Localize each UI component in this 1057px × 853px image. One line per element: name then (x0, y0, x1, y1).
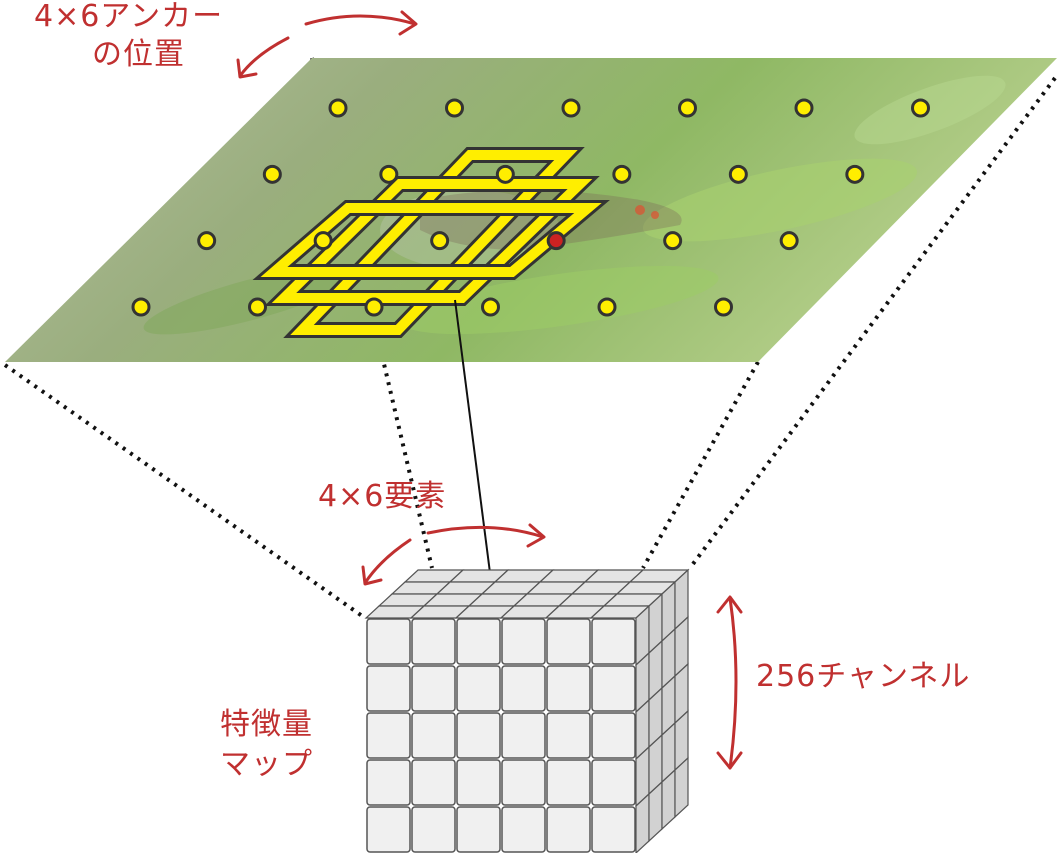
anchor-point (845, 164, 865, 184)
anchor-point (445, 98, 464, 118)
feature-front-cell (456, 759, 501, 806)
anchor-point (728, 164, 748, 184)
feature-front-cell (411, 759, 456, 806)
feature-map-cube (364, 568, 690, 853)
anchor-boxes (252, 147, 610, 338)
anchor-point (714, 297, 733, 317)
feature-front-cell (591, 712, 636, 759)
feature-front-cell (411, 712, 456, 759)
anchor-points (131, 98, 930, 317)
feature-front-cell (546, 806, 591, 853)
anchor-point (262, 164, 282, 184)
arrow-channels-head-top (716, 595, 743, 614)
anchor-point (911, 98, 930, 118)
anchor-point (779, 231, 799, 251)
feature-front-cell (546, 712, 591, 759)
anchor-point (678, 98, 697, 118)
anchor-point (313, 231, 333, 251)
annotation-arrows (236, 10, 743, 770)
anchor-point (248, 297, 267, 317)
anchor-point (131, 297, 151, 317)
anchor-point (561, 98, 581, 118)
anchor-point (197, 231, 217, 251)
feature-front-cell (591, 806, 636, 853)
anchor-point (481, 297, 500, 317)
feature-front-cell (546, 665, 591, 712)
feature-front-cell (501, 759, 546, 806)
feature-front-cell (411, 618, 456, 665)
anchor-point (495, 164, 515, 184)
feature-front-cell (546, 618, 591, 665)
anchor-box-3 (260, 203, 602, 277)
feature-front-cell (546, 759, 591, 806)
arrow-anchor-depth-head (236, 58, 258, 79)
feature-front-cell (501, 665, 546, 712)
projection-line-inner-right (641, 361, 760, 569)
feature-front-cell (366, 665, 411, 712)
arrow-anchor-horizontal-head (398, 10, 418, 36)
feature-front-cell (456, 806, 501, 853)
arrow-elements-horizontal (426, 525, 545, 539)
feature-front-cell (366, 759, 411, 806)
anchor-box-2 (271, 179, 593, 303)
feature-front-cell (366, 712, 411, 759)
anchor-label-line1: 4×6アンカー (34, 0, 224, 34)
feature-map-label-line2: マップ (220, 746, 313, 782)
anchor-point (612, 164, 632, 184)
arrow-elements-horizontal-head (526, 523, 546, 548)
arrow-anchor-depth (238, 36, 290, 78)
anchor-label-line2: の位置 (92, 37, 185, 72)
arrow-elements-depth (363, 538, 412, 585)
feature-map-label-line1: 特徴量 (220, 707, 313, 742)
feature-map-label: 特徴量 マップ (220, 705, 313, 784)
anchor-position-label: 4×6アンカー の位置 (34, 2, 223, 70)
anchor-point-highlighted (546, 231, 566, 251)
feature-front-cell (456, 618, 501, 665)
feature-front-cell (366, 618, 411, 665)
anchor-to-feature-line (454, 299, 495, 605)
feature-front-cell (456, 665, 501, 712)
feature-front-cell (411, 806, 456, 853)
feature-front-cell (501, 712, 546, 759)
arrow-channels-head-bottom (716, 751, 743, 770)
feature-front-cell (456, 712, 501, 759)
feature-front-cell (501, 618, 546, 665)
arrow-anchor-horizontal (304, 14, 417, 26)
anchor-point (430, 231, 450, 251)
feature-front-cell (501, 806, 546, 853)
projection-line-left (3, 363, 367, 620)
anchor-point (328, 98, 348, 118)
feature-front-cell (591, 618, 636, 665)
feature-front-cell (411, 665, 456, 712)
arrow-channels (728, 596, 738, 770)
feature-front-cell (591, 759, 636, 806)
projection-line-right (688, 76, 1057, 570)
feature-front-cell (366, 806, 411, 853)
anchor-point (379, 164, 399, 184)
anchor-point (663, 231, 683, 251)
channels-label: 256チャンネル (756, 659, 971, 694)
anchor-point (364, 297, 384, 317)
feature-side-cell (674, 756, 689, 819)
grid-elements-label: 4×6要素 (318, 479, 447, 514)
feature-front-cell (591, 665, 636, 712)
arrow-elements-depth-head (361, 565, 383, 586)
anchor-point (597, 297, 617, 317)
anchor-point (794, 98, 814, 118)
